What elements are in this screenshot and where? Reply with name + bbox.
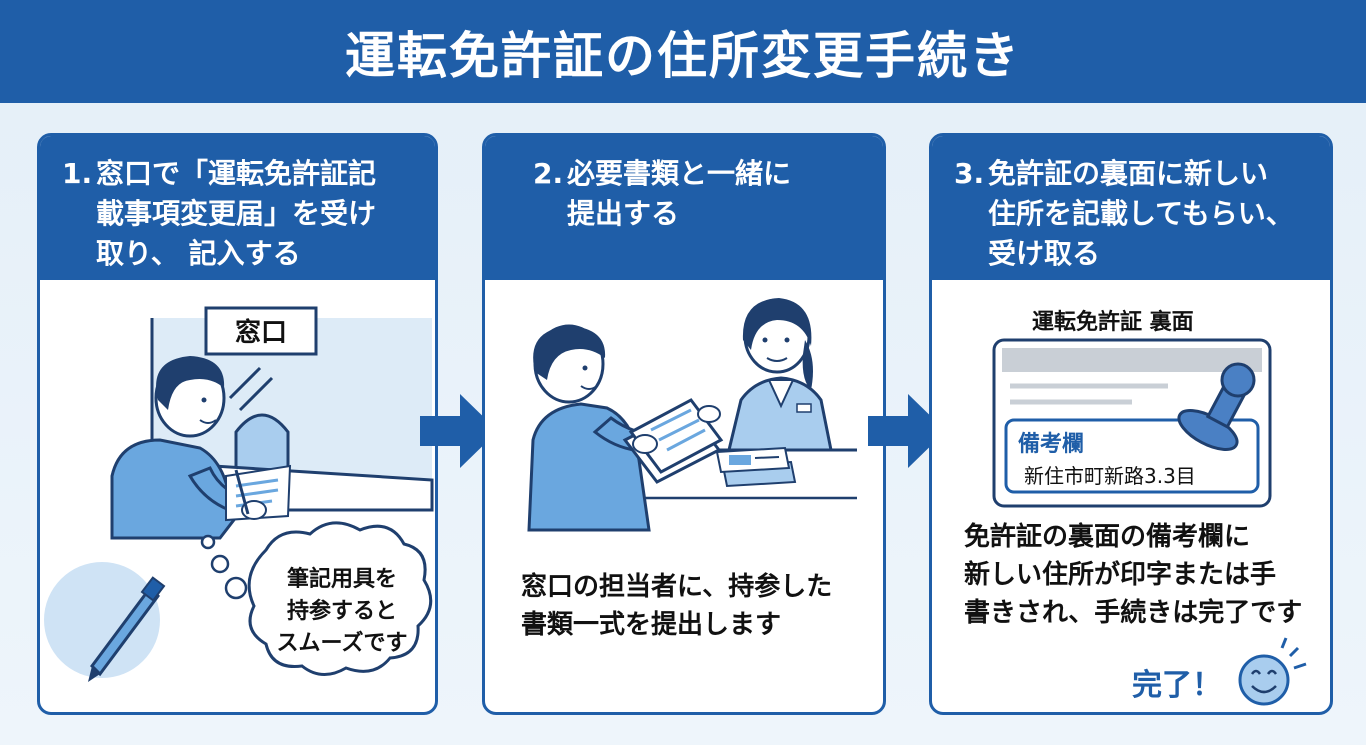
new-address-text: 新住市町新路3.3目 <box>1024 464 1196 488</box>
step-1-heading: 1.窓口で「運転免許証記 載事項変更届」を受け 取り、 記入する <box>40 136 435 280</box>
step-2-heading: 2.必要書類と一緒に 提出する <box>485 136 883 280</box>
step-2-illustration: 窓口の担当者に、持参した 書類一式を提出します <box>485 280 883 712</box>
step-3-number: 3. <box>954 157 985 190</box>
id-cards <box>715 446 797 488</box>
done-label: 完了！ <box>1132 668 1222 703</box>
counter-sign-box <box>204 306 318 356</box>
clerk-figure <box>727 298 833 452</box>
documents-stack <box>622 398 724 484</box>
step-1-number: 1. <box>62 157 93 190</box>
stamp-icon <box>1177 362 1256 451</box>
pen-icon <box>88 576 166 682</box>
arrow-right-icon <box>868 394 946 468</box>
person-hair <box>156 356 225 410</box>
thought-bubble <box>200 521 433 676</box>
step-3-card: 3.免許証の裏面に新しい 住所を記載してもらい、 受け取る 運転免許証 裏面 <box>929 133 1333 715</box>
remarks-label: 備考欄 <box>1018 432 1085 457</box>
thought-text: 筆記用具を 持参すると スムーズです <box>276 567 408 656</box>
arrow-right-icon <box>420 394 498 468</box>
license-back-title: 運転免許証 裏面 <box>1032 310 1194 335</box>
service-arch <box>234 413 290 472</box>
step-2-number: 2. <box>533 157 564 190</box>
step-3-illustration: 運転免許証 裏面 <box>932 280 1330 712</box>
step-3-caption: 免許証の裏面の備考欄に 新しい住所が印字または手 書きされ、手続きは完了です <box>964 522 1303 628</box>
title-banner: 運転免許証の住所変更手続き <box>0 0 1366 103</box>
page-title: 運転免許証の住所変更手続き <box>345 26 1021 85</box>
step-2-caption: 窓口の担当者に、持参した 書類一式を提出します <box>521 572 833 640</box>
step-1-illustration: 窓口 筆記用具を 持参すると スムーズです <box>40 280 435 712</box>
smiley-icon <box>1238 637 1307 706</box>
pen-badge <box>44 562 160 678</box>
step-1-card: 1.窓口で「運転免許証記 載事項変更届」を受け 取り、 記入する <box>37 133 438 715</box>
step-3-heading: 3.免許証の裏面に新しい 住所を記載してもらい、 受け取る <box>932 136 1330 280</box>
counter-sign-label: 窓口 <box>234 318 287 348</box>
step-2-card: 2.必要書類と一緒に 提出する <box>482 133 886 715</box>
